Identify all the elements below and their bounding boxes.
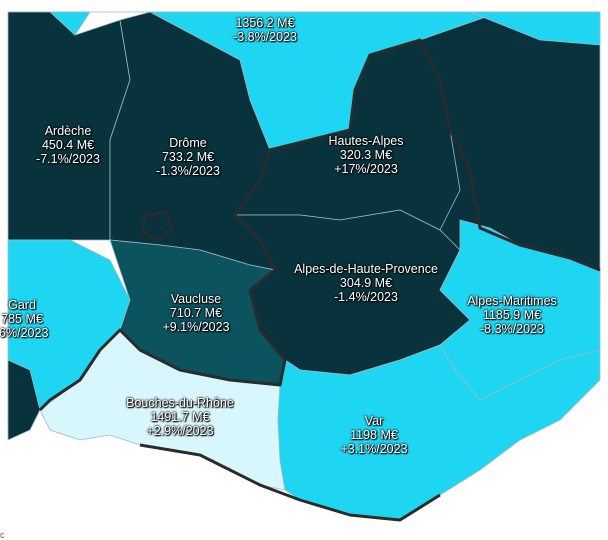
label-vaucluse: Vaucluse 710.7 M€ +9.1%/2023 [162,292,229,334]
label-ahp-name: Alpes-de-Haute-Provence [294,262,438,276]
label-var: Var 1198 M€ +3.1%/2023 [340,414,407,456]
label-gard-change: .6%/2023 [0,326,49,340]
label-bdr-change: +2.9%/2023 [146,424,214,438]
label-bouches-du-rhone: Bouches-du-Rhône 1491.7 M€ +2.9%/2023 [126,396,234,438]
label-top-change: -3.8%/2023 [233,30,297,44]
region-left-strip [7,359,41,441]
label-drome-change: -1.3%/2023 [156,164,220,178]
label-hautes-alpes: Hautes-Alpes 320.3 M€ +17%/2023 [328,134,403,176]
label-bdr-value: 1491.7 M€ [150,410,210,424]
region-top-right[interactable] [469,11,601,46]
label-ardeche-change: -7.1%/2023 [36,152,100,166]
label-drome-name: Drôme [169,136,207,150]
label-vaucluse-name: Vaucluse [170,292,222,306]
label-ardeche-name: Ardèche [44,124,92,138]
label-drome-value: 733.2 M€ [161,150,215,164]
label-ardeche-value: 450.4 M€ [41,138,95,152]
label-drome: Drôme 733.2 M€ -1.3%/2023 [156,136,220,178]
label-hautes-alpes-value: 320.3 M€ [339,148,393,162]
label-ahp-value: 304.9 M€ [339,276,393,290]
region-var[interactable] [277,344,601,521]
label-alpes-de-haute-provence: Alpes-de-Haute-Provence 304.9 M€ -1.4%/2… [294,262,438,304]
label-alpes-maritimes-change: -8.3%/2023 [480,322,544,336]
label-top-value: 1356.2 M€ [235,16,295,30]
label-alpes-maritimes: Alpes-Maritimes 1185.9 M€ -8.3%/2023 [467,294,557,336]
label-ardeche: Ardèche 450.4 M€ -7.1%/2023 [36,124,100,166]
region-border-enclave [140,210,174,242]
region-border-west [38,213,287,412]
label-alpes-maritimes-value: 1185.9 M€ [482,308,542,322]
label-alpes-maritimes-name: Alpes-Maritimes [467,294,557,308]
label-top: 1356.2 M€ -3.8%/2023 [233,16,297,44]
label-gard-value: 785 M€ [1,312,43,326]
label-vaucluse-change: +9.1%/2023 [162,320,230,334]
region-border [233,38,601,272]
label-bdr-name: Bouches-du-Rhône [126,396,234,410]
region-coast [139,443,441,522]
label-gard-name: Gard [8,298,36,312]
label-var-change: +3.1%/2023 [340,442,408,456]
label-hautes-alpes-change: +17%/2023 [334,162,398,176]
label-var-name: Var [364,414,384,428]
label-ahp-change: -1.4%/2023 [334,290,398,304]
label-hautes-alpes-name: Hautes-Alpes [328,134,404,148]
label-var-value: 1198 M€ [350,428,398,442]
label-gard: Gard 785 M€ .6%/2023 [0,298,48,340]
corner-mark: c [0,530,5,540]
label-vaucluse-value: 710.7 M€ [169,306,223,320]
